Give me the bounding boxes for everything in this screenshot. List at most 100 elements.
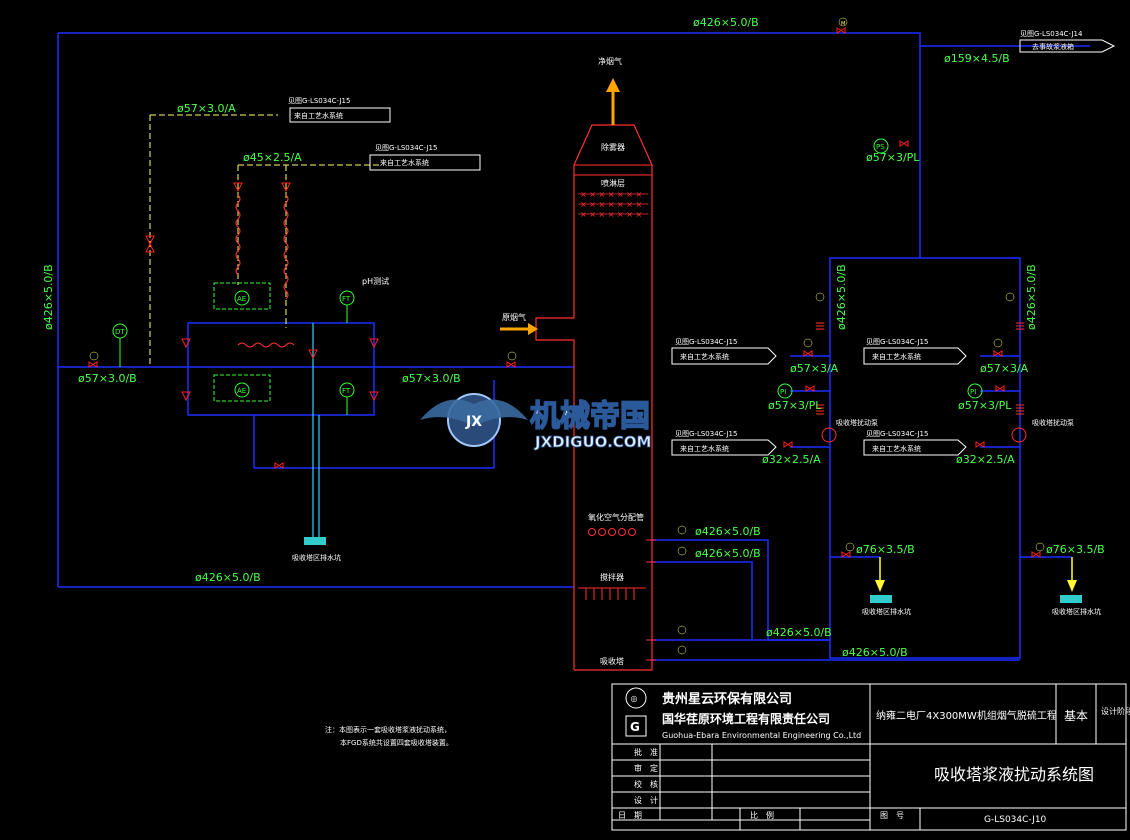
company2-logo-icon: G: [630, 720, 640, 734]
drain-lines: [312, 323, 320, 540]
tag-pi2: PI: [970, 388, 976, 396]
ref-j15-e: 见图G-LS034C-J15: [675, 430, 737, 438]
row-review: 审 定: [634, 763, 658, 773]
ref-j15-d: 见图G-LS034C-J15: [866, 338, 928, 346]
pipe-label-p2-flush: ø32×2.5/A: [956, 453, 1015, 466]
label-ph-test: pH测试: [362, 276, 389, 286]
label-oxidation-air: 氧化空气分配管: [588, 512, 644, 522]
drawing-no: G-LS034C-J10: [984, 815, 1047, 825]
company2-name-en: Guohua-Ebara Environmental Engineering C…: [662, 731, 861, 740]
misc-label-group: 吸收塔区排水坑 吸收塔区排水坑 吸收塔区排水坑 吸收塔扰动泵 吸收塔扰动泵 注：…: [292, 418, 1101, 747]
row-date: 日 期: [618, 811, 642, 820]
box-water1: 来自工艺水系统: [294, 111, 343, 120]
row-approve: 批 准: [634, 747, 658, 757]
note-line1: 注：本图表示一套吸收塔浆液扰动系统，: [325, 725, 451, 734]
label-spray: 喷淋层: [601, 178, 625, 188]
box-water6: 来自工艺水系统: [872, 444, 921, 453]
title-block-text: ◎ G 贵州星云环保有限公司 国华荏原环境工程有限责任公司 Guohua-Eba…: [618, 691, 1130, 825]
pipe-label-p2-water: ø57×3/A: [980, 362, 1029, 375]
signal-wavy: [235, 194, 295, 348]
pipe-label-p1-drain: ø76×3.5/B: [856, 543, 915, 556]
watermark-cn: 机械帝国: [530, 399, 650, 434]
pipe-label-bottom-left: ø426×5.0/B: [195, 571, 261, 584]
row-design: 设 计: [634, 795, 658, 805]
pipe-label-tower-out2: ø426×5.0/B: [695, 547, 761, 560]
pipe-label-tower-out1: ø426×5.0/B: [695, 525, 761, 538]
design-stage-label: 设计阶段: [1101, 706, 1130, 716]
pipe-label-p1-flush: ø32×2.5/A: [762, 453, 821, 466]
valves: [88, 27, 1041, 558]
pipe-label-left-in: ø57×3.0/B: [78, 372, 137, 385]
watermark: JX 机械帝国 JXDIGUO.COM: [420, 393, 652, 451]
box-water3: 来自工艺水系统: [680, 352, 729, 361]
label-pump1: 吸收塔扰动泵: [836, 418, 878, 427]
pipe-label-right-v1: ø426×5.0/B: [835, 264, 848, 330]
ref-j15-f: 见图G-LS034C-J15: [866, 430, 928, 438]
pipe-label-p2-pi: ø57×3/PL: [958, 399, 1012, 412]
ref-boxes: [289, 39, 1116, 456]
box-water5: 来自工艺水系统: [680, 444, 729, 453]
pump-symbols: [821, 427, 1027, 443]
tag-ae1: AE: [237, 295, 246, 303]
pipe-label-left-vertical: ø426×5.0/B: [42, 264, 55, 330]
tag-ps: PS: [876, 143, 885, 151]
pump-hatches: [646, 322, 1024, 661]
label-drain-left: 吸收塔区排水坑: [292, 553, 341, 562]
pipe-label-return1: ø426×5.0/B: [766, 626, 832, 639]
tag-dt: DT: [115, 328, 125, 336]
drawing-title: 吸收塔浆液扰动系统图: [934, 765, 1094, 784]
motor-markers: [89, 17, 1045, 655]
pipe-label-p1-water: ø57×3/A: [790, 362, 839, 375]
company2-name: 国华荏原环境工程有限责任公司: [662, 711, 830, 726]
company1-logo-icon: ◎: [631, 694, 638, 703]
main-piping: [57, 32, 1090, 661]
tag-motor: M: [841, 21, 845, 27]
box-water2: 来自工艺水系统: [380, 158, 429, 167]
pipe-label-water-in2: ø45×2.5/A: [243, 151, 302, 164]
absorber-tower: × × × × × × × × × × × × × × × × × × × × …: [500, 78, 653, 671]
drawing-no-label: 图 号: [880, 811, 904, 820]
label-absorber: 吸收塔: [600, 656, 624, 666]
tag-pi1: PI: [780, 388, 786, 396]
watermark-logo-icon: JX: [465, 414, 482, 430]
svg-text:× × × × × × ×: × × × × × × ×: [580, 210, 642, 219]
row-check: 校 核: [634, 779, 658, 789]
title-block: [611, 683, 1127, 831]
ref-j15-a: 见图G-LS034C-J15: [288, 97, 350, 105]
note-line2: 本FGD系统共设置四套吸收塔装置。: [340, 738, 453, 747]
label-drain-mid: 吸收塔区排水坑: [862, 607, 911, 616]
instrument-tag-group: DT AE AE FT FT PS PI PI: [115, 143, 976, 396]
pipe-label-top-right: ø159×4.5/B: [944, 52, 1010, 65]
svg-text:× × × × × × ×: × × × × × × ×: [580, 200, 642, 209]
pipe-label-top-main: ø426×5.0/B: [693, 16, 759, 29]
pipe-label-p1-pi: ø57×3/PL: [768, 399, 822, 412]
tag-ae2: AE: [237, 387, 246, 395]
instruments: [112, 138, 983, 415]
label-raw-gas: 原烟气: [502, 312, 526, 322]
pipe-label-ps-line: ø57×3/PL: [866, 151, 920, 164]
pipe-label-return2: ø426×5.0/B: [842, 646, 908, 659]
watermark-en: JXDIGUO.COM: [534, 433, 651, 451]
tag-ft2: FT: [342, 387, 351, 395]
label-demister: 除雾器: [601, 142, 625, 152]
label-agitator: 搅拌器: [600, 572, 624, 582]
project-name: 纳雍二电厂4X300MW机组烟气脱硫工程: [876, 709, 1057, 722]
tag-ft1: FT: [342, 295, 351, 303]
svg-text:× × × × × × ×: × × × × × × ×: [580, 190, 642, 199]
analyzer-boxes: [213, 282, 271, 402]
drain-pits: [304, 537, 1082, 603]
ref-j15-b: 见图G-LS034C-J15: [375, 144, 437, 152]
pipe-label-p2-drain: ø76×3.5/B: [1046, 543, 1105, 556]
water-lines: [149, 114, 380, 367]
label-drain-right: 吸收塔区排水坑: [1052, 607, 1101, 616]
ref-j15-c: 见图G-LS034C-J15: [675, 338, 737, 346]
box-water4: 来自工艺水系统: [872, 352, 921, 361]
pipe-label-mid-out: ø57×3.0/B: [402, 372, 461, 385]
design-stage-value: 基本: [1064, 709, 1088, 723]
label-pump2: 吸收塔扰动泵: [1032, 418, 1074, 427]
tower-label-group: 净烟气 原烟气 除雾器 喷淋层 氧化空气分配管 搅拌器 吸收塔: [502, 56, 644, 666]
pipe-label-group: ø426×5.0/B ø159×4.5/B ø426×5.0/B ø57×3.0…: [42, 16, 1105, 659]
box-to-tank: 去事故浆液箱: [1032, 42, 1074, 51]
ref-j14: 见图G-LS034C-J14: [1020, 30, 1083, 38]
